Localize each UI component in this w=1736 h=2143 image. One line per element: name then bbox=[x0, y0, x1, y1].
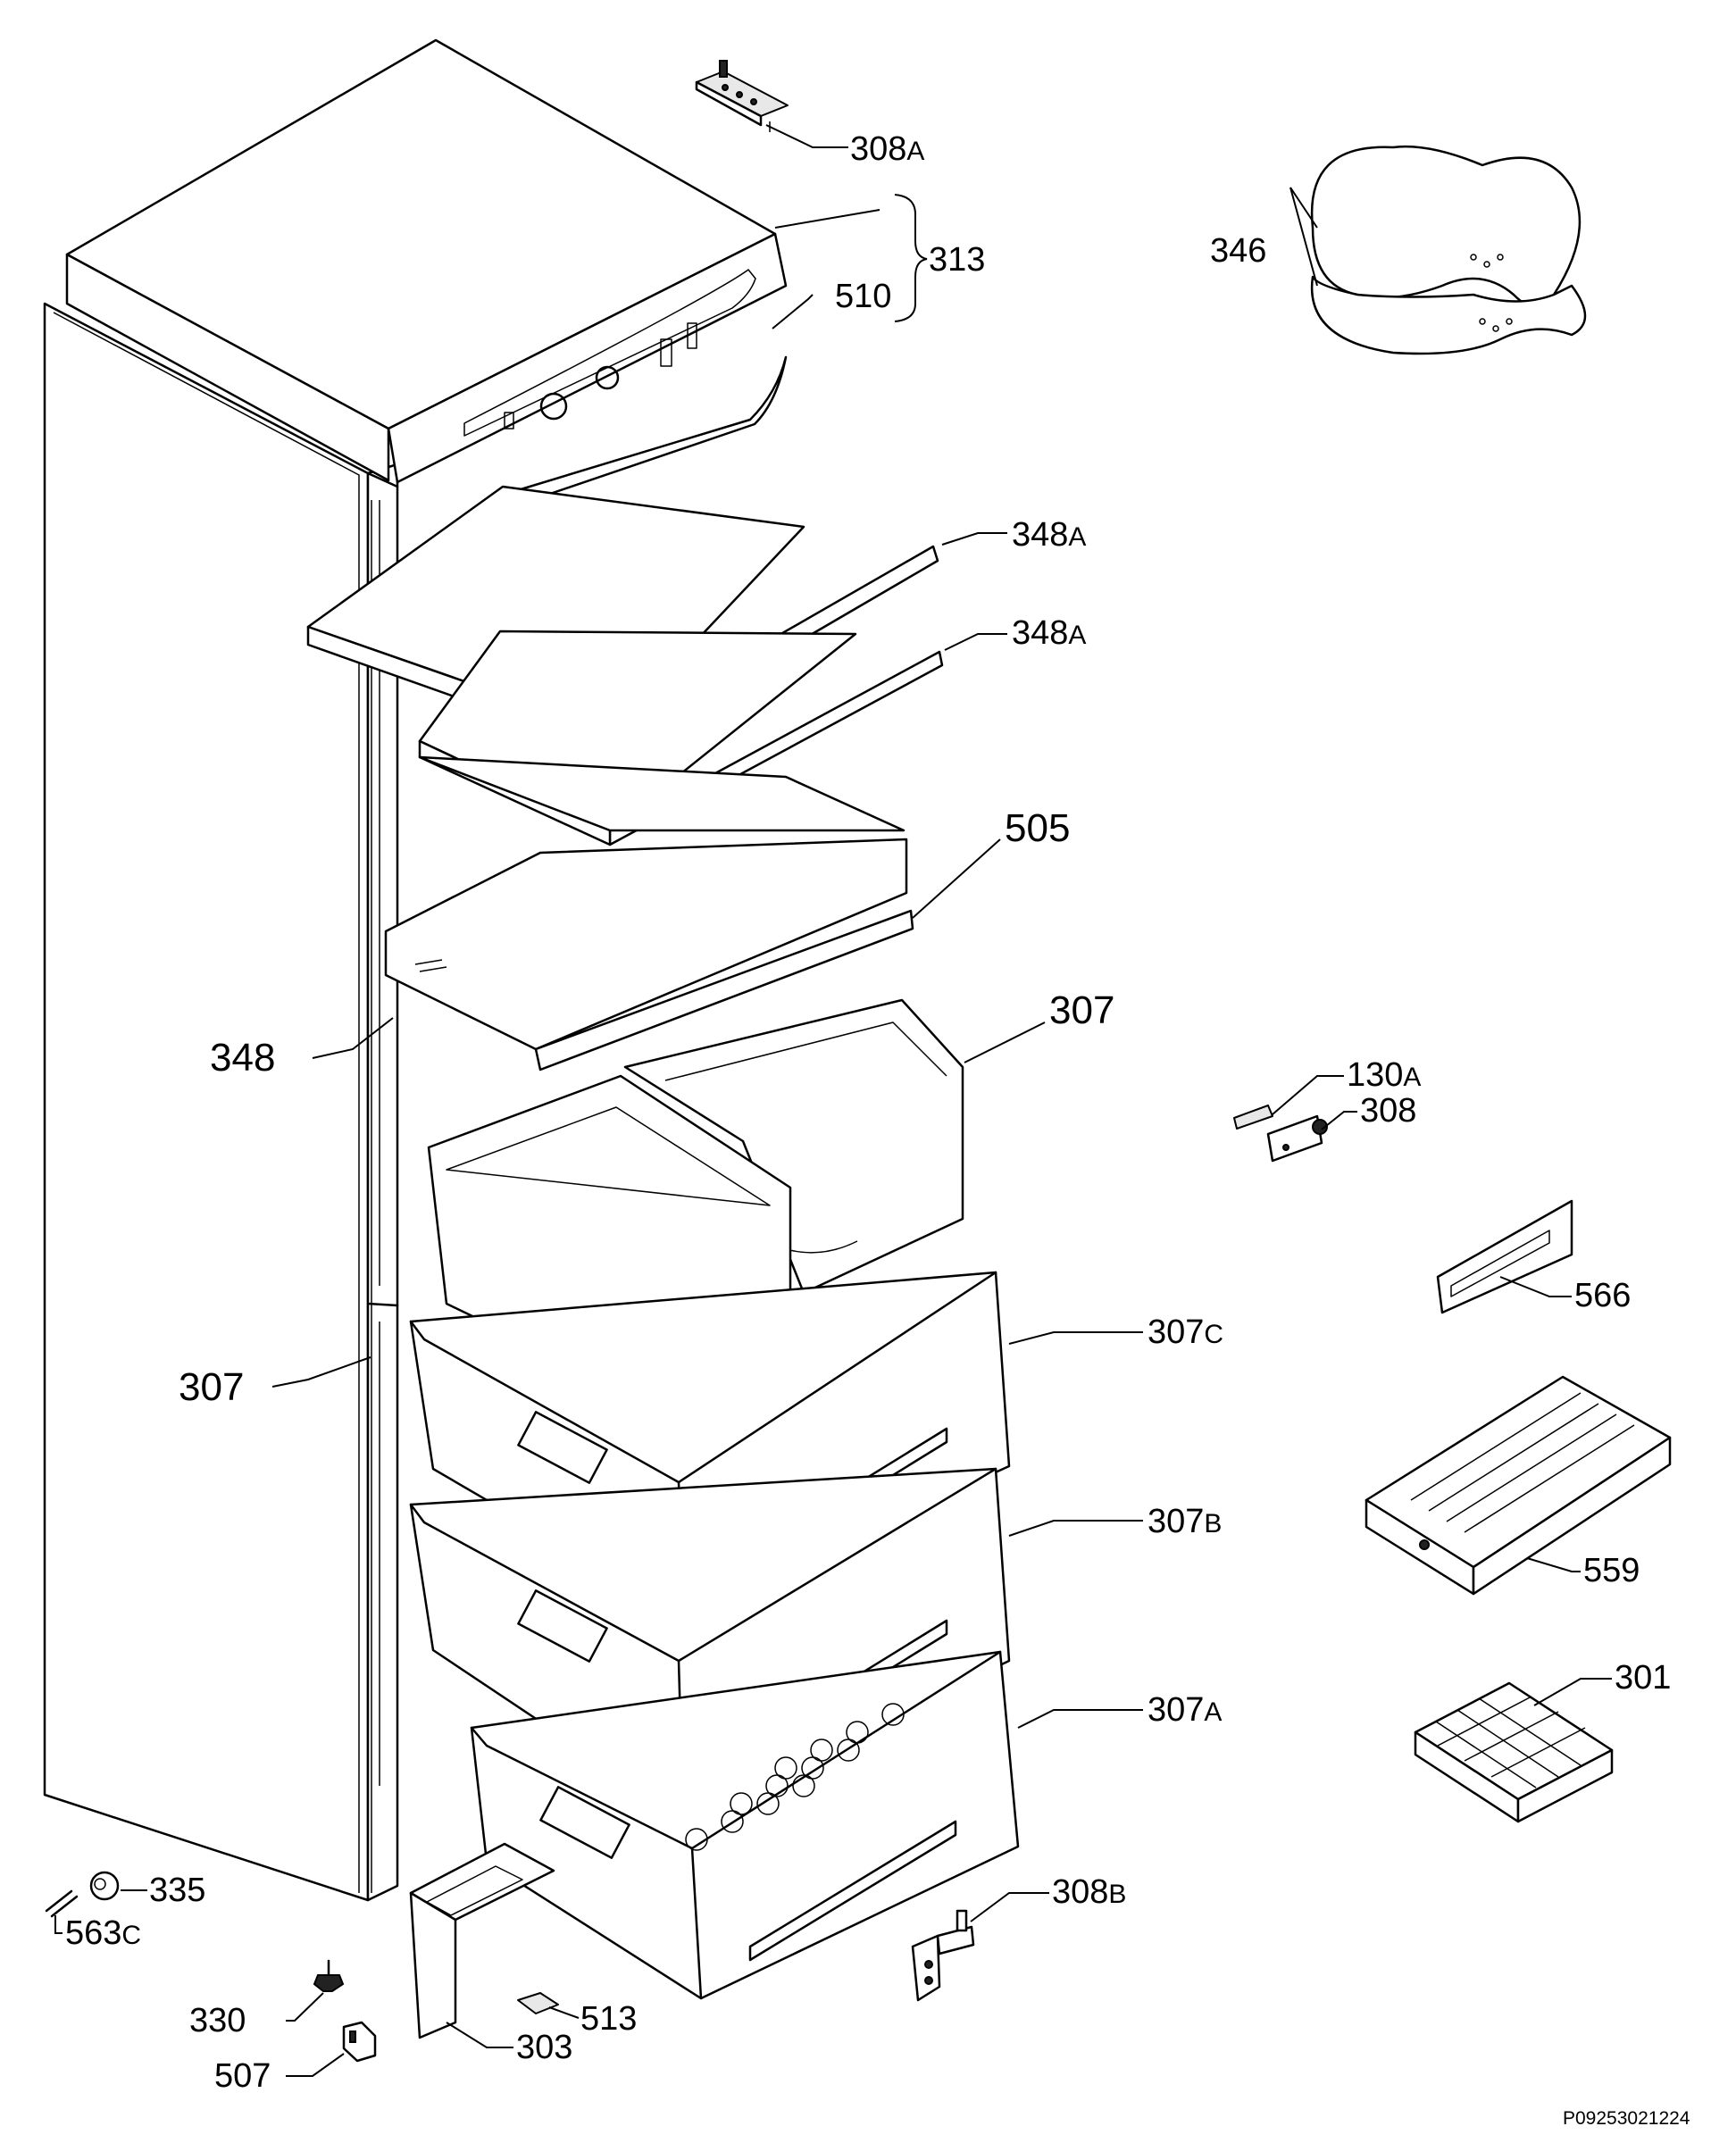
callout-130a: 130A bbox=[1347, 1056, 1422, 1094]
callout-307c: 307C bbox=[1148, 1313, 1224, 1351]
callout-510: 510 bbox=[835, 278, 892, 315]
callout-563c: 563C bbox=[65, 1914, 142, 1952]
shelf-third bbox=[418, 755, 906, 832]
crisper-drawer-right bbox=[623, 998, 964, 1295]
callout-307b: 307B bbox=[1148, 1503, 1223, 1540]
callout-303: 303 bbox=[516, 2029, 573, 2066]
roller-335 bbox=[89, 1871, 120, 1901]
callout-513: 513 bbox=[580, 2000, 638, 2038]
callout-308b: 308B bbox=[1052, 1873, 1127, 1911]
cold-accumulator bbox=[1365, 1375, 1672, 1596]
bracket-507 bbox=[342, 2021, 377, 2063]
group-brace bbox=[894, 194, 928, 322]
callout-348: 348 bbox=[210, 1036, 276, 1080]
callout-308: 308 bbox=[1360, 1092, 1417, 1130]
pin-563c bbox=[45, 1889, 79, 1918]
callout-308a: 308A bbox=[850, 130, 925, 168]
hinge-cover-130a bbox=[1233, 1105, 1273, 1130]
callout-505: 505 bbox=[1005, 806, 1071, 850]
lower-hinge bbox=[911, 1909, 975, 2002]
callout-566: 566 bbox=[1574, 1277, 1632, 1314]
callout-330: 330 bbox=[189, 2002, 246, 2039]
callout-313: 313 bbox=[929, 241, 986, 279]
top-cover bbox=[65, 38, 788, 484]
callout-335: 335 bbox=[149, 1872, 206, 1909]
cabinet-body bbox=[43, 302, 399, 1902]
ice-scraper bbox=[1436, 1199, 1573, 1314]
callout-307-lower: 307 bbox=[179, 1365, 245, 1409]
middle-hinge-308 bbox=[1266, 1114, 1328, 1163]
kick-plate bbox=[409, 1842, 555, 2039]
bottom-glass-shelf bbox=[384, 838, 914, 1072]
callout-348a-lower: 348A bbox=[1012, 614, 1087, 652]
catalog-code: P09253021224 bbox=[1563, 2108, 1690, 2129]
callout-301: 301 bbox=[1615, 1659, 1672, 1697]
callout-346: 346 bbox=[1210, 232, 1267, 270]
callout-307-upper: 307 bbox=[1049, 988, 1115, 1032]
adjustable-foot bbox=[313, 1959, 345, 1992]
freezer-basket-bottom bbox=[470, 1650, 1020, 2000]
callout-348a-upper: 348A bbox=[1012, 516, 1087, 554]
top-hinge bbox=[695, 60, 789, 132]
leader-lines bbox=[54, 124, 1612, 2077]
callout-559: 559 bbox=[1583, 1552, 1640, 1589]
clip-513 bbox=[517, 1992, 559, 2014]
egg-holder bbox=[1310, 145, 1587, 355]
callout-507: 507 bbox=[214, 2057, 271, 2095]
callout-307a: 307A bbox=[1148, 1691, 1223, 1729]
ice-cube-tray bbox=[1414, 1681, 1614, 1823]
